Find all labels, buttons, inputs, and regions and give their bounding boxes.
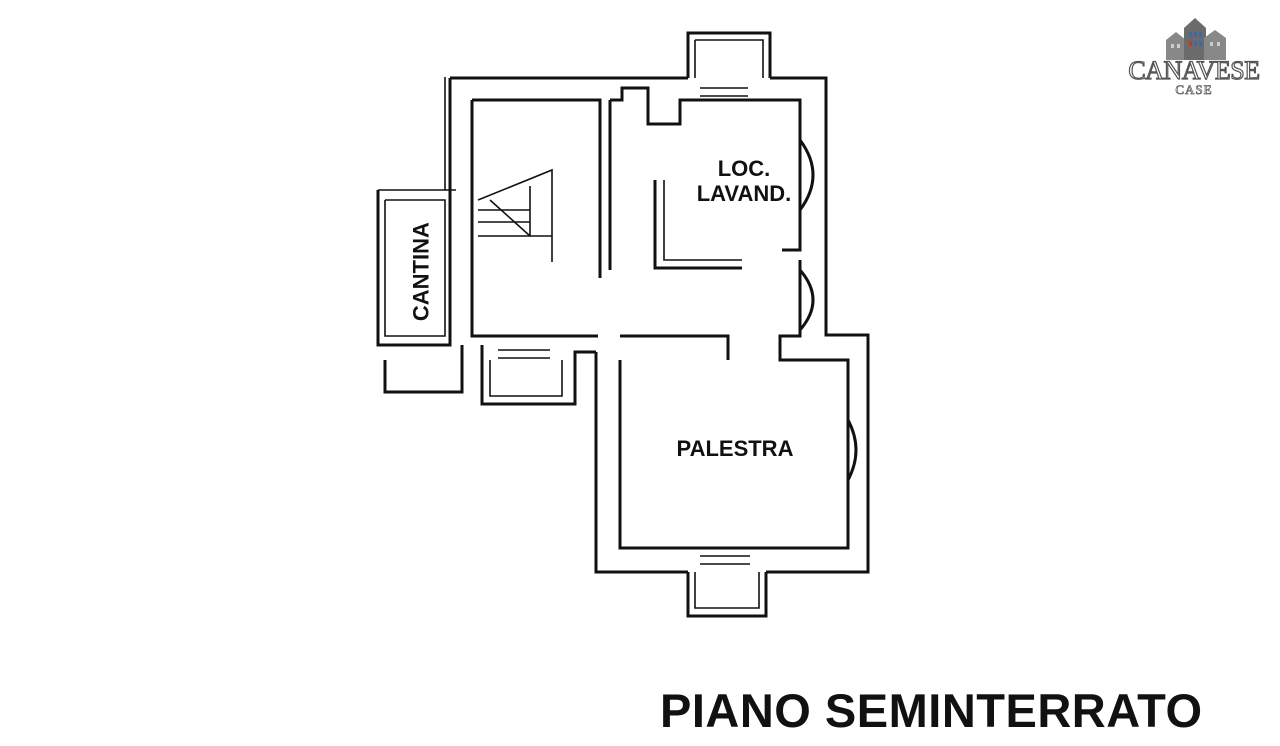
- outer-walls: [376, 76, 870, 574]
- lower-left-window-bay: [489, 349, 563, 397]
- right-bays: [798, 139, 858, 481]
- stairs: [477, 168, 553, 262]
- page-title: PIANO SEMINTERRATO: [660, 684, 1203, 737]
- houses-icon: [1166, 18, 1226, 60]
- logo: CANAVESE CASE: [1118, 14, 1270, 100]
- interior-walls: [470, 86, 850, 550]
- logo-name: CANAVESE: [1128, 55, 1261, 85]
- bottom-window-bay: [686, 555, 768, 618]
- top-window-bay: [686, 31, 772, 97]
- room-label-gym: PALESTRA: [676, 436, 794, 461]
- room-label-cellar: CANTINA: [408, 222, 434, 322]
- room-label-laundry: LOC. LAVAND.: [696, 156, 792, 207]
- logo-subtitle: CASE: [1175, 82, 1213, 98]
